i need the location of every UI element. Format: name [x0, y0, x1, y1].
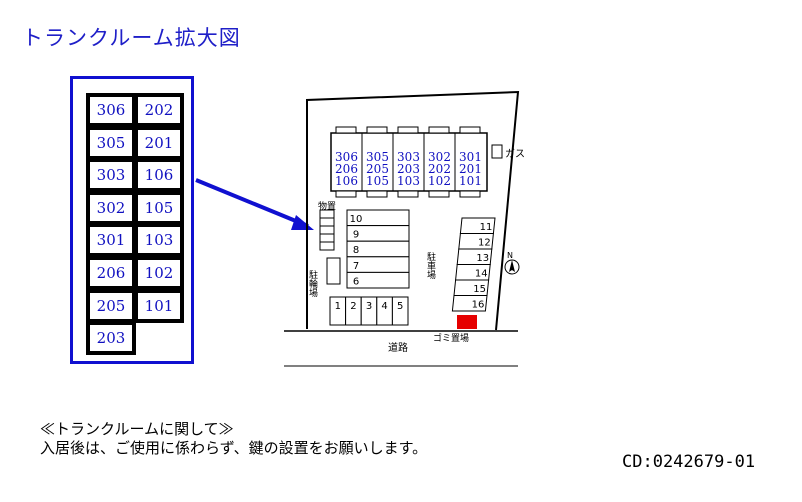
parking-space-number: 4: [381, 301, 387, 312]
parking-label: 駐車場: [425, 251, 436, 280]
parking-space-number: 1: [335, 301, 341, 312]
parking-space: [346, 271, 410, 289]
building-unit-number: 305: [366, 150, 389, 164]
parking-space-number: 2: [350, 301, 356, 312]
parking-space: [391, 296, 409, 326]
trunk-room-unit: 205: [86, 288, 136, 323]
parking-space-number: 13: [476, 253, 489, 264]
building-unit-number: 102: [428, 174, 451, 188]
zoom-arrow-head: [291, 215, 314, 230]
parking-space-number: 5: [397, 301, 403, 312]
north-label: N: [507, 251, 513, 260]
gas-meter: [491, 144, 503, 159]
building-unit-number: 303: [397, 150, 420, 164]
note-body: 入居後は、ご使用に係わらず、鍵の設置をお願いします。: [40, 439, 428, 457]
note-heading: ≪トランクルームに関して≫: [40, 420, 234, 438]
north-compass-icon: [504, 259, 520, 275]
trunk-room-unit: 301: [86, 223, 136, 258]
building-unit-number: 205: [366, 162, 389, 176]
building-unit-number: 202: [428, 162, 451, 176]
parking-space-number: 15: [473, 284, 486, 295]
bicycle-parking-area: [326, 257, 341, 285]
trunk-room-legend-box: [70, 76, 194, 364]
trunk-room-unit: 103: [134, 223, 184, 258]
building-unit-number: 206: [335, 162, 358, 176]
trunk-room-note: ≪トランクルームに関して≫ 入居後は、ご使用に係わらず、鍵の設置をお願いします。: [40, 420, 427, 458]
garbage-area: [457, 315, 477, 329]
parking-space: [451, 295, 488, 312]
road-label: 道路: [388, 341, 408, 354]
building-unit-number: 101: [459, 174, 482, 188]
parking-space-number: 7: [353, 261, 359, 272]
parking-space-number: 3: [366, 301, 372, 312]
parking-space-number: 12: [478, 238, 491, 249]
lot-boundary: [306, 90, 520, 331]
parking-space-number: 10: [350, 214, 363, 225]
garbage-label: ゴミ置場: [433, 332, 469, 344]
building-unit-number: 201: [459, 162, 482, 176]
parking-space-number: 9: [353, 230, 359, 241]
trunk-room-unit: 303: [86, 158, 136, 193]
trunk-room-unit: 106: [134, 158, 184, 193]
building-unit-number: 103: [397, 174, 420, 188]
storage-sheds: [319, 209, 335, 251]
trunk-room-unit: 102: [134, 256, 184, 290]
parking-space-number: 6: [353, 276, 359, 287]
property-code: CD:0242679-01: [622, 452, 756, 472]
trunk-room-unit: 201: [134, 125, 184, 160]
trunk-room-unit: 101: [134, 288, 184, 323]
page-title: トランクルーム拡大図: [22, 26, 241, 50]
bicycle-parking-label: 駐輪場: [307, 269, 318, 298]
storage-label: 物置: [318, 200, 336, 212]
gas-label: ガス: [505, 148, 525, 160]
trunk-room-unit: 302: [86, 190, 136, 225]
zoom-arrow-line: [195, 178, 309, 228]
parking-space-number: 11: [480, 222, 493, 233]
trunk-room-unit: 306: [86, 93, 136, 127]
parking-space-number: 8: [353, 245, 359, 256]
parking-space-number: 16: [472, 300, 485, 311]
trunk-room-unit: 105: [134, 190, 184, 225]
parking-space-number: 14: [475, 269, 488, 280]
building-unit-number: 106: [335, 174, 358, 188]
building-unit-number: 105: [366, 174, 389, 188]
building-unit-number: 301: [459, 150, 482, 164]
building-unit-number: 302: [428, 150, 451, 164]
trunk-room-unit: 202: [134, 93, 184, 127]
trunk-room-unit: 203: [86, 321, 136, 356]
building-unit-number: 203: [397, 162, 420, 176]
building-unit-number: 306: [335, 150, 358, 164]
apartment-building: [330, 126, 488, 198]
